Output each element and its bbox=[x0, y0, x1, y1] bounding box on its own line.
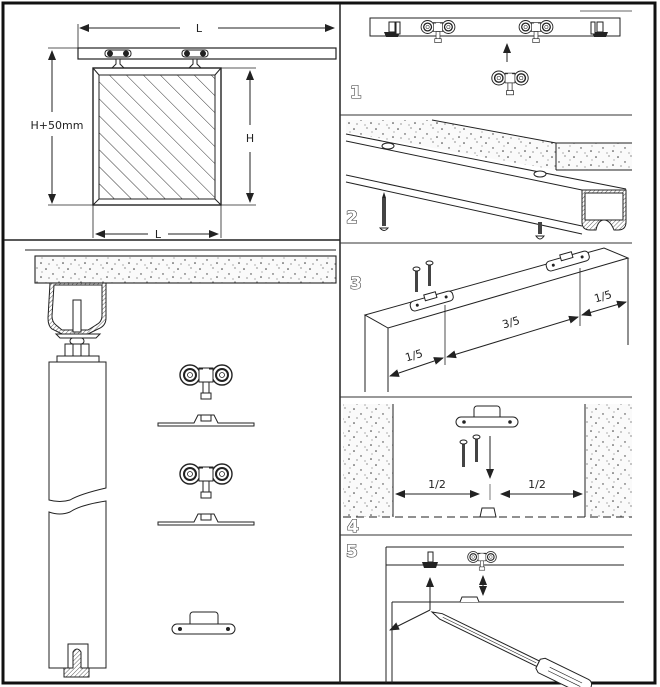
step-2-number: 2 bbox=[346, 208, 358, 228]
step-2-screw-right bbox=[535, 222, 545, 240]
step-3-bracket-left bbox=[409, 290, 454, 312]
step-1-number: 1 bbox=[350, 83, 362, 103]
section-door-leaf bbox=[48, 361, 107, 502]
step-5-bracket-bolt bbox=[422, 551, 438, 568]
dim-label-door-width: L bbox=[155, 228, 162, 241]
step-3-label-c: 1/5 bbox=[593, 288, 614, 305]
step-1-panel: 1 bbox=[349, 10, 632, 104]
step-4-panel: 1/2 1/2 4 bbox=[343, 404, 632, 538]
step-1-trolley bbox=[491, 70, 529, 96]
dim-label-top-length: L bbox=[196, 22, 203, 35]
floor-guide-detail bbox=[171, 611, 236, 635]
step-4-wall-left bbox=[343, 404, 393, 517]
step-4-label-left: 1/2 bbox=[428, 478, 446, 491]
floor-guide-profile bbox=[63, 648, 90, 678]
step-3-screws bbox=[412, 260, 434, 292]
step-5-panel: 5 bbox=[345, 541, 624, 687]
screwdriver-icon bbox=[430, 611, 593, 687]
step-4-wall-right bbox=[585, 404, 632, 517]
step-4-floor-guide bbox=[455, 405, 519, 428]
step-5-trolley bbox=[467, 551, 497, 571]
step-2-ceiling bbox=[346, 120, 632, 170]
trolley-detail-2 bbox=[157, 463, 255, 526]
step-2-track bbox=[345, 133, 627, 235]
step-2-screw-left bbox=[378, 192, 390, 231]
step-3-dim-a bbox=[389, 357, 444, 377]
step-4-screws bbox=[459, 434, 481, 467]
ceiling-slab bbox=[34, 255, 337, 284]
dim-label-door-height: H bbox=[246, 132, 254, 145]
section-view bbox=[25, 249, 337, 678]
overview-door-panel bbox=[98, 74, 216, 200]
step-2-panel: 2 bbox=[345, 119, 632, 240]
step-5-rotate-arrow bbox=[389, 609, 431, 631]
overview-diagram: L H+50mm H L bbox=[31, 22, 337, 241]
step-4-label-right: 1/2 bbox=[528, 478, 546, 491]
step-3-label-b: 3/5 bbox=[501, 314, 522, 331]
step-3-dim-c bbox=[581, 300, 627, 317]
step-3-bracket-right bbox=[545, 250, 590, 272]
dim-label-total-height: H+50mm bbox=[31, 119, 84, 132]
overview-trolley-left bbox=[104, 49, 132, 69]
step-5-number: 5 bbox=[346, 542, 358, 562]
step-4-number: 4 bbox=[347, 517, 359, 537]
section-nut bbox=[64, 343, 90, 357]
step-3-number: 3 bbox=[350, 274, 362, 294]
step-1-track bbox=[369, 17, 621, 37]
step-3-label-a: 1/5 bbox=[404, 347, 425, 364]
trolley-detail-1 bbox=[157, 364, 255, 427]
step-3-panel: 1/5 3/5 1/5 3 bbox=[349, 247, 630, 392]
step-3-dim-b bbox=[446, 315, 579, 359]
